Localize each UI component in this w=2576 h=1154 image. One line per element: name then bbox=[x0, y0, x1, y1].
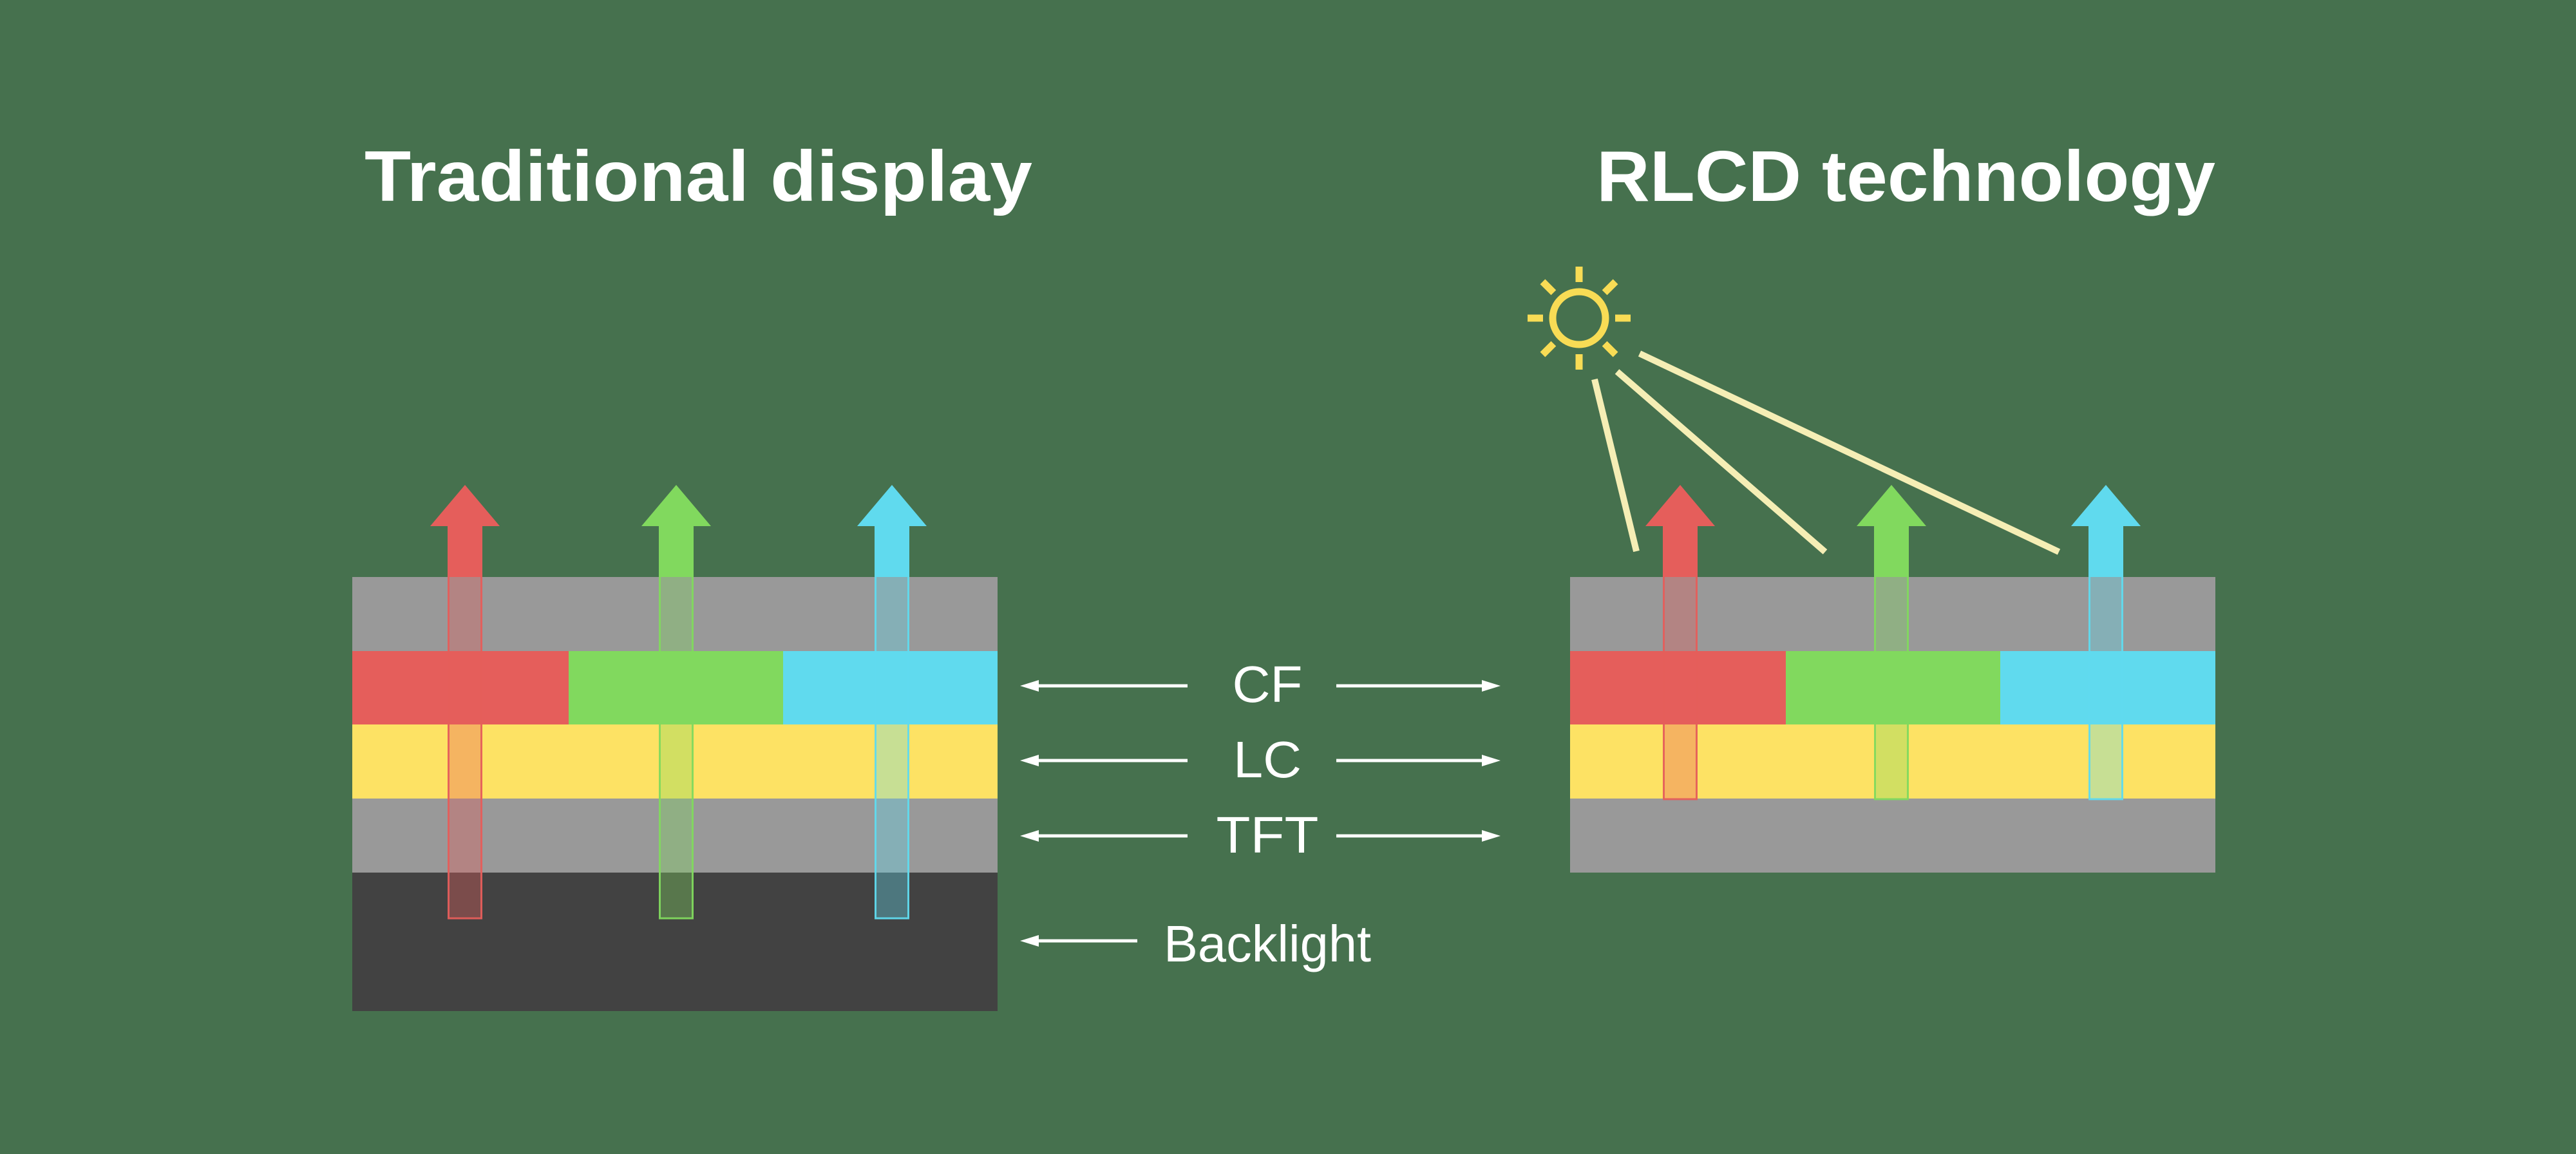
svg-text:Backlight: Backlight bbox=[1164, 915, 1371, 972]
svg-text:Traditional display: Traditional display bbox=[365, 137, 1032, 216]
svg-text:CF: CF bbox=[1233, 656, 1303, 713]
svg-text:TFT: TFT bbox=[1217, 806, 1319, 864]
svg-text:LC: LC bbox=[1233, 731, 1302, 788]
svg-text:RLCD technology: RLCD technology bbox=[1596, 137, 2215, 216]
